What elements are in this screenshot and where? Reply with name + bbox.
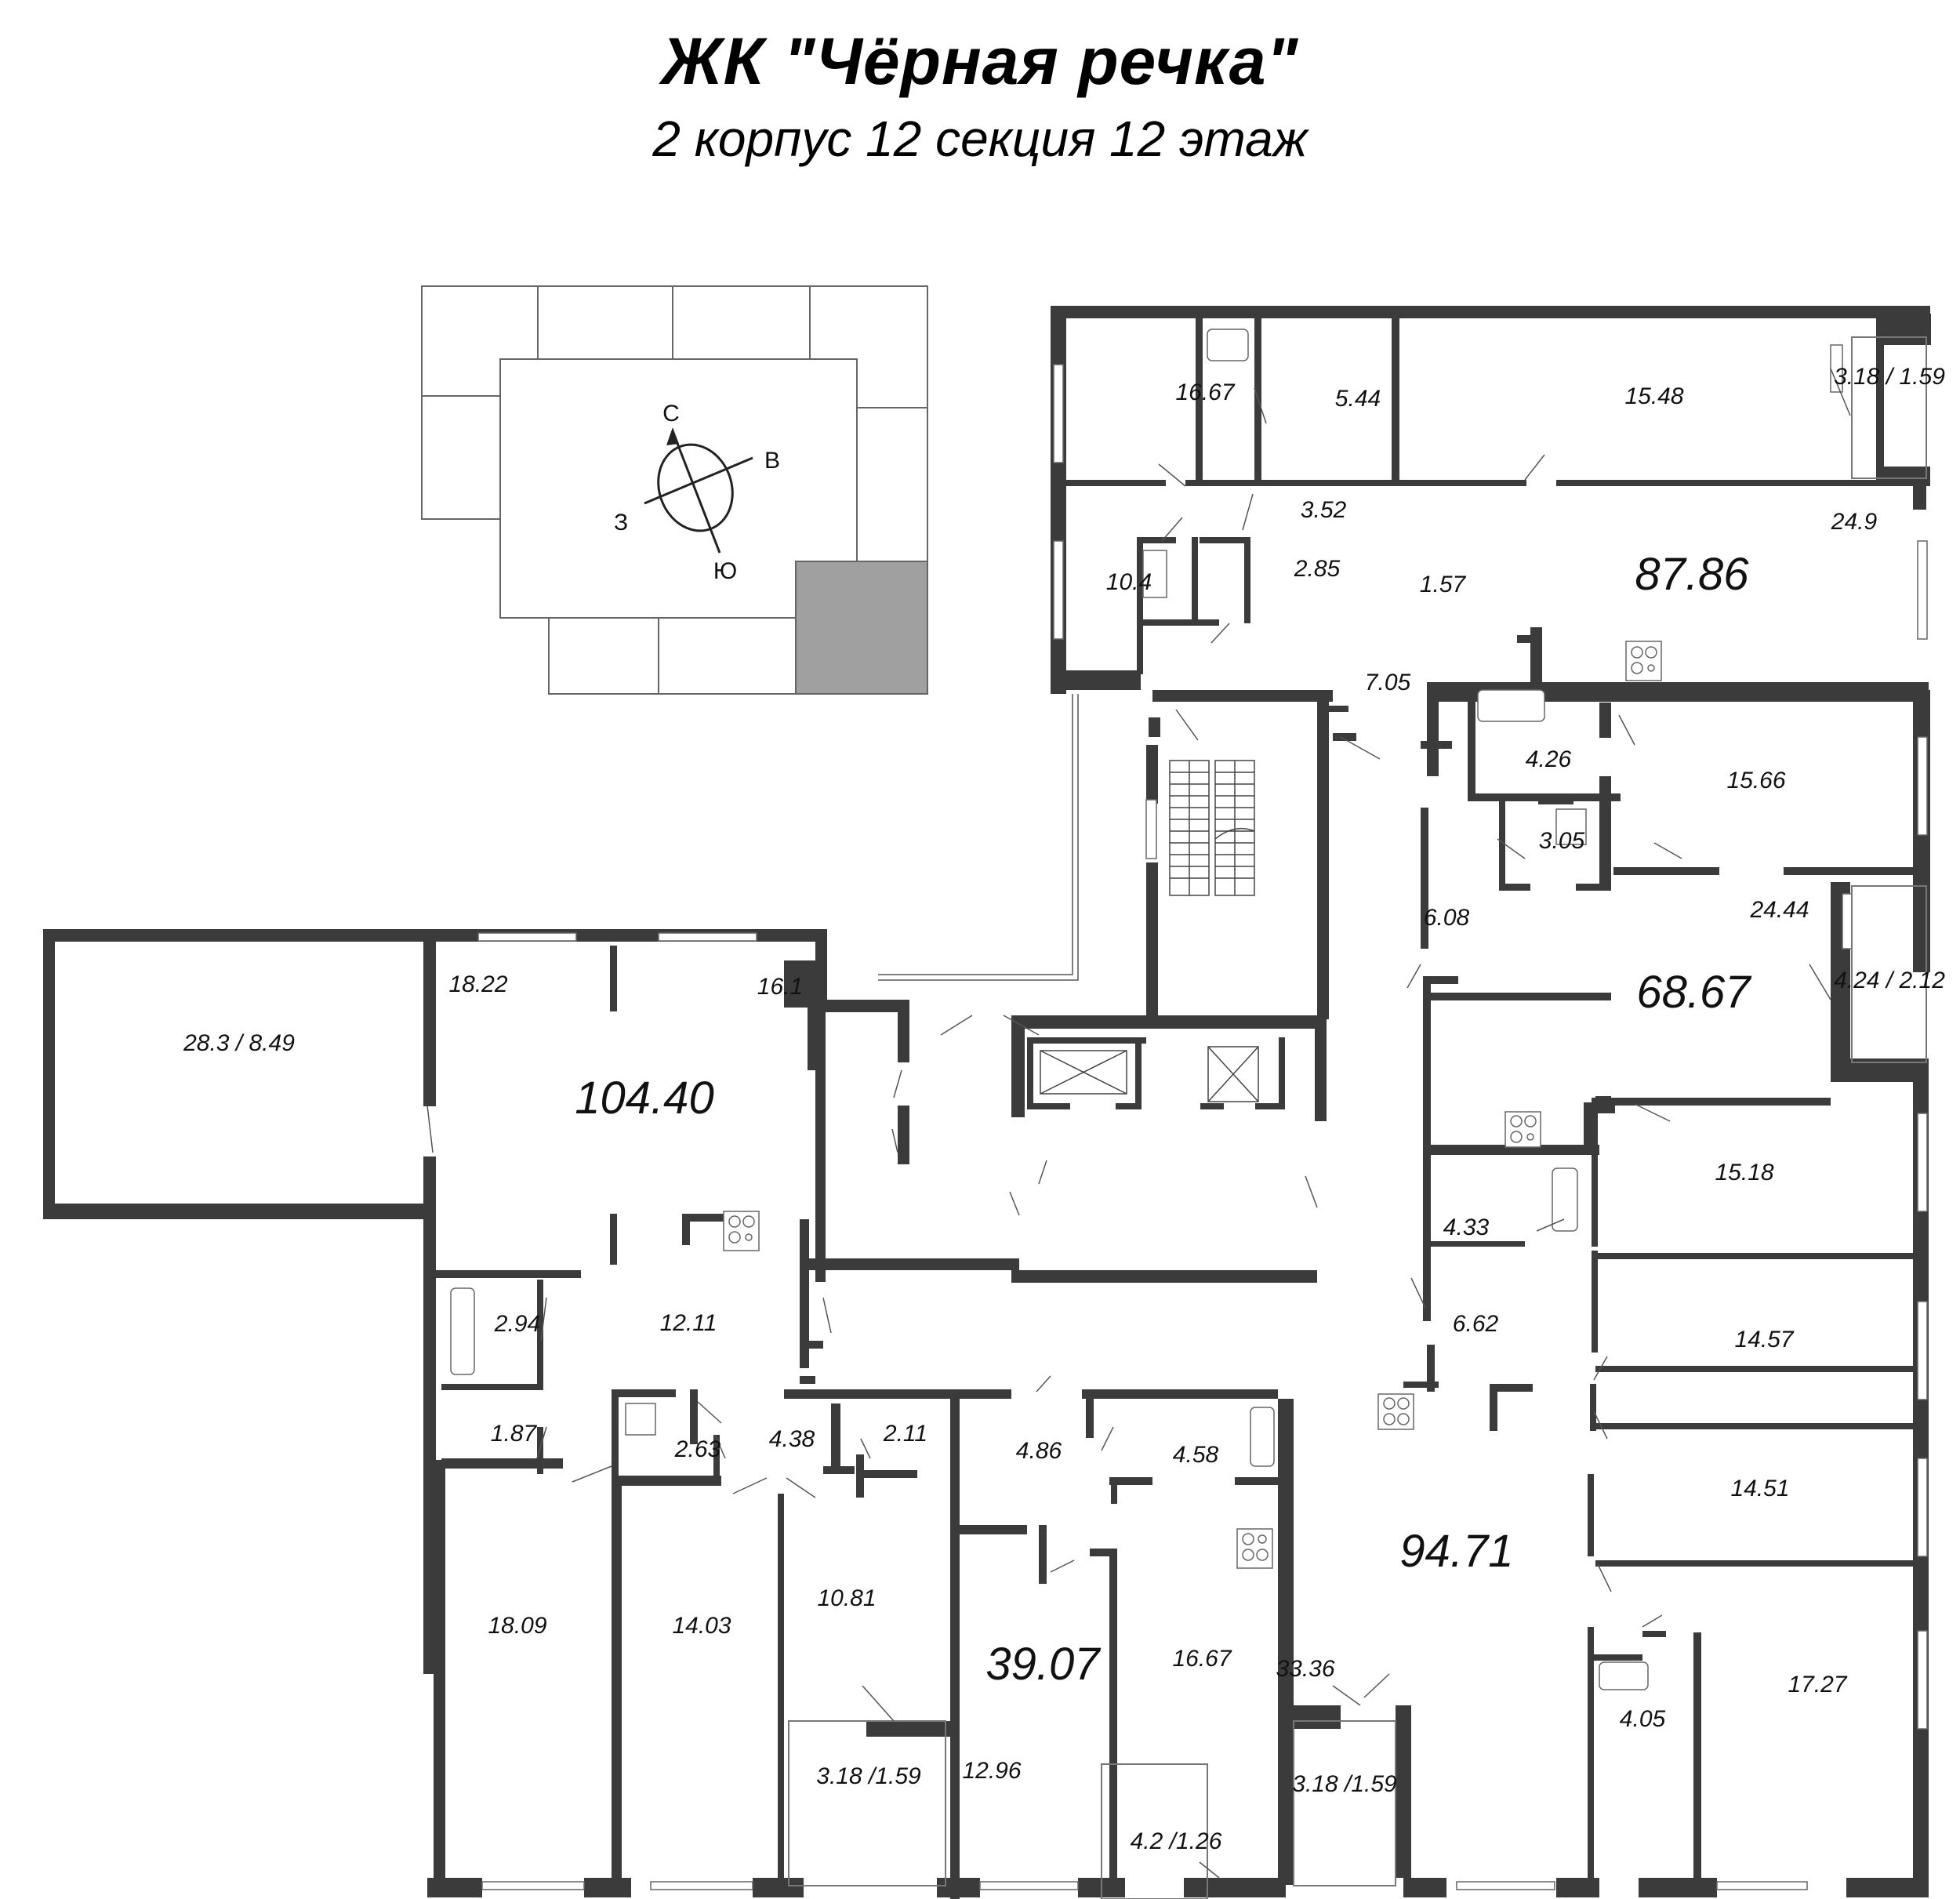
- room-area: 2.11: [883, 1421, 927, 1447]
- shower-icon: [625, 1403, 656, 1436]
- room-area: 4.33: [1443, 1215, 1490, 1240]
- room-area: 28.3 / 8.49: [183, 1030, 295, 1056]
- apartment-total-area: 68.67: [1636, 967, 1752, 1018]
- bathtub-icon: [1207, 329, 1249, 361]
- stove-icon: [1504, 1111, 1541, 1148]
- room-area: 15.66: [1726, 768, 1785, 793]
- stove-icon: [1236, 1528, 1273, 1569]
- bathtub-icon: [450, 1287, 475, 1375]
- room-area: 16.1: [757, 974, 803, 1000]
- compass-north: С: [662, 401, 680, 427]
- room-area: 3.05: [1539, 828, 1585, 854]
- stove-icon: [1377, 1393, 1414, 1430]
- room-area: 17.27: [1788, 1672, 1847, 1697]
- room-area: 15.18: [1715, 1160, 1773, 1186]
- room-area: 7.05: [1365, 670, 1411, 695]
- room-area: 2.85: [1294, 556, 1341, 582]
- room-area: 14.51: [1730, 1476, 1789, 1501]
- room-area: 3.18 /1.59: [1292, 1771, 1397, 1797]
- room-area: 16.67: [1175, 379, 1235, 405]
- room-area: 3.18 / 1.59: [1834, 364, 1945, 390]
- room-area: 4.05: [1620, 1706, 1666, 1732]
- bathtub-icon: [1552, 1167, 1578, 1232]
- staircase: [1169, 760, 1255, 896]
- room-area: 14.57: [1734, 1327, 1794, 1353]
- room-area: 5.44: [1335, 386, 1381, 412]
- room-area: 4.86: [1016, 1438, 1062, 1464]
- room-area: 4.58: [1173, 1442, 1219, 1468]
- room-area: 4.2 /1.26: [1131, 1828, 1222, 1854]
- stove-icon: [723, 1211, 760, 1251]
- bathtub-icon: [1250, 1407, 1275, 1467]
- room-area: 12.96: [962, 1758, 1021, 1784]
- apartment-total-area: 87.86: [1635, 549, 1749, 600]
- key-plan: С В Ю З: [421, 285, 1079, 981]
- shower-icon: [1142, 550, 1167, 598]
- balconies: [788, 336, 1927, 1899]
- apartment-total-area: 104.40: [575, 1073, 713, 1124]
- room-area: 14.03: [672, 1613, 731, 1639]
- room-area: 24.44: [1749, 897, 1809, 923]
- room-area: 10.4: [1106, 569, 1152, 595]
- room-area: 24.9: [1831, 509, 1878, 535]
- room-area: 33.36: [1276, 1656, 1334, 1682]
- room-area: 18.22: [448, 971, 507, 997]
- page-title: ЖК "Чёрная речка": [661, 24, 1299, 98]
- room-area: 6.62: [1453, 1311, 1499, 1337]
- apartment-total-area: 94.71: [1399, 1526, 1513, 1577]
- room-area: 4.24 / 2.12: [1834, 968, 1945, 993]
- windows: [477, 344, 1928, 1890]
- room-area: 16.67: [1172, 1646, 1232, 1672]
- room-area: 2.94: [494, 1311, 540, 1337]
- stove-icon: [1625, 641, 1662, 681]
- room-area: 1.57: [1420, 572, 1467, 597]
- room-area: 10.81: [817, 1585, 876, 1611]
- highlighted-section: [795, 561, 928, 695]
- fixtures: [450, 329, 1662, 1690]
- room-area: 18.09: [488, 1613, 546, 1639]
- shower-icon: [1555, 808, 1587, 845]
- bathtub-icon: [1477, 689, 1545, 722]
- compass-east: В: [764, 448, 780, 474]
- page-subtitle: 2 корпус 12 секция 12 этаж: [652, 111, 1308, 167]
- room-area: 6.08: [1424, 905, 1470, 931]
- room-area: 1.87: [491, 1421, 538, 1447]
- compass-south: Ю: [713, 558, 737, 584]
- elevators: [1040, 1046, 1259, 1102]
- room-area: 12.11: [660, 1310, 717, 1336]
- room-labels: 16.67 5.44 15.48 3.18 / 1.59 3.52 10.4 2…: [183, 364, 1945, 1854]
- compass-west: З: [614, 510, 628, 536]
- room-area: 3.18 /1.59: [816, 1763, 921, 1789]
- door-swings: [426, 368, 1851, 1879]
- apartment-total-area: 39.07: [985, 1639, 1102, 1690]
- room-area: 3.52: [1301, 497, 1347, 523]
- room-area: 4.38: [769, 1426, 815, 1452]
- room-area: 15.48: [1624, 383, 1683, 409]
- room-area: 4.26: [1526, 746, 1572, 772]
- bathtub-icon: [1599, 1661, 1649, 1690]
- room-area: 2.63: [674, 1436, 721, 1462]
- compass-icon: С В Ю З: [614, 401, 780, 584]
